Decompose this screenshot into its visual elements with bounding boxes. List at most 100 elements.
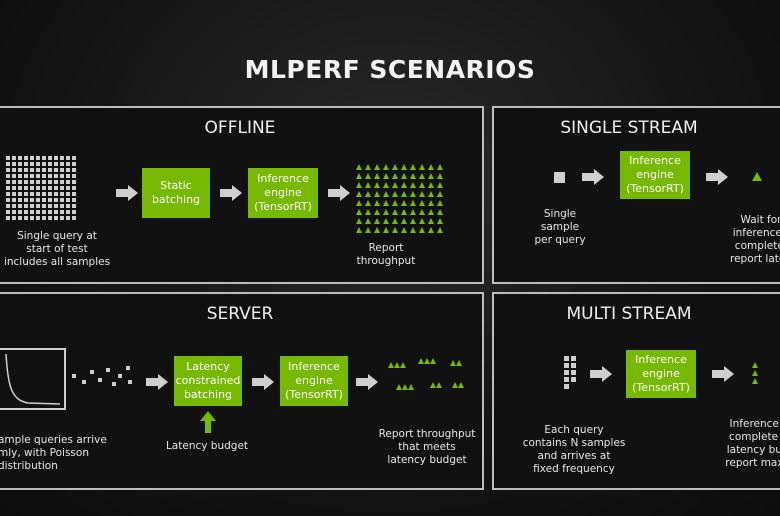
- sample-dot: [12, 156, 16, 160]
- sample-dot: [30, 204, 34, 208]
- sample-dot: [42, 174, 46, 178]
- arrow-right-icon: [116, 185, 138, 201]
- result-triangle: [410, 218, 416, 224]
- sample-dot: [48, 216, 52, 220]
- arrow-up-icon: [200, 411, 216, 433]
- sample-dot: [36, 162, 40, 166]
- result-triangle: [437, 218, 443, 224]
- sample-dot: [12, 192, 16, 196]
- sample-dot: [18, 216, 22, 220]
- sample-dot: [54, 180, 58, 184]
- sample-dot: [36, 168, 40, 172]
- sample-dot: [24, 192, 28, 196]
- sample-dot: [60, 192, 64, 196]
- result-triangle: [365, 164, 371, 170]
- sample-dot: [60, 162, 64, 166]
- result-triangle: [401, 200, 407, 206]
- server-title: SERVER: [206, 304, 274, 324]
- scattered-samples-icon: [72, 366, 132, 386]
- result-triangle: [401, 209, 407, 215]
- result-triangle: [356, 191, 362, 197]
- latency-budget-label: Latency budget: [165, 440, 249, 452]
- result-triangle: [401, 218, 407, 224]
- result-triangle: [383, 200, 389, 206]
- sample-dot: [54, 198, 58, 202]
- sample-dot: [6, 168, 10, 172]
- arrow-right-icon: [712, 366, 734, 382]
- sample-dot: [72, 174, 76, 178]
- sample-dot: [6, 174, 10, 178]
- sample-dot: [42, 210, 46, 214]
- result-triangle: [374, 218, 380, 224]
- result-triangle: [392, 173, 398, 179]
- sample-dot: [66, 210, 70, 214]
- result-triangle: [410, 227, 416, 233]
- sample-dot: [24, 168, 28, 172]
- result-triangle: [419, 173, 425, 179]
- arrow-right-icon: [328, 185, 350, 201]
- sample-dot: [36, 156, 40, 160]
- sample-dot: [66, 186, 70, 190]
- result-triangle: [356, 173, 362, 179]
- sample-dot: [54, 216, 58, 220]
- result-triangle: [437, 227, 443, 233]
- sample-dot: [72, 186, 76, 190]
- inference-engine-box: Inference engine (TensorRT): [620, 151, 690, 199]
- result-triangle: [356, 200, 362, 206]
- server-panel: SERVER Latency constrained batching Late…: [0, 292, 484, 490]
- result-triangle: [356, 227, 362, 233]
- sample-dot: [72, 168, 76, 172]
- inference-engine-box: Inference engine (TensorRT): [626, 350, 696, 398]
- sample-dot: [66, 156, 70, 160]
- result-triangle: [356, 182, 362, 188]
- sample-grid-icon: [6, 156, 76, 220]
- sample-dot: [24, 156, 28, 160]
- sample-dot: [54, 156, 58, 160]
- result-triangle: [392, 191, 398, 197]
- sample-dot: [30, 156, 34, 160]
- latency-batching-box: Latency constrained batching: [174, 356, 242, 406]
- result-triangle: [419, 218, 425, 224]
- sample-dot: [48, 168, 52, 172]
- arrow-right-icon: [582, 169, 604, 185]
- sample-dot: [66, 168, 70, 172]
- sample-dot: [6, 186, 10, 190]
- result-triangle: [392, 182, 398, 188]
- sample-dot: [12, 216, 16, 220]
- arrow-right-icon: [146, 374, 168, 390]
- sample-dot: [30, 174, 34, 178]
- offline-title: OFFLINE: [204, 118, 276, 138]
- sample-dot: [6, 216, 10, 220]
- result-triangle: [365, 209, 371, 215]
- sample-dot: [48, 186, 52, 190]
- sample-dot: [54, 162, 58, 166]
- offline-panel: OFFLINE Static batching Inference engine…: [0, 106, 484, 284]
- inference-engine-box: Inference engine (TensorRT): [248, 168, 318, 218]
- result-triangle: [374, 164, 380, 170]
- result-triangle: [419, 182, 425, 188]
- sample-dot: [6, 210, 10, 214]
- result-triangle: [419, 227, 425, 233]
- result-triangle-icon: [752, 172, 762, 181]
- sample-dot: [42, 186, 46, 190]
- sample-dot: [12, 180, 16, 184]
- sample-dot: [60, 210, 64, 214]
- result-triangle: [365, 218, 371, 224]
- result-triangle: [356, 218, 362, 224]
- server-caption-left: ample queries arrive mly, with Poisson d…: [0, 434, 107, 472]
- sample-dot: [6, 180, 10, 184]
- result-triangle: [383, 227, 389, 233]
- sample-dot: [36, 198, 40, 202]
- sample-dot: [66, 216, 70, 220]
- sample-dot: [24, 174, 28, 178]
- sample-dot: [36, 186, 40, 190]
- arrow-right-icon: [356, 374, 378, 390]
- sample-dot: [6, 204, 10, 208]
- sample-dot: [72, 198, 76, 202]
- result-triangle: [392, 227, 398, 233]
- sample-dot: [66, 162, 70, 166]
- sample-dot: [42, 204, 46, 208]
- result-triangle: [383, 164, 389, 170]
- server-caption-right: Report throughput that meets latency bud…: [378, 428, 476, 466]
- sample-dot: [12, 162, 16, 166]
